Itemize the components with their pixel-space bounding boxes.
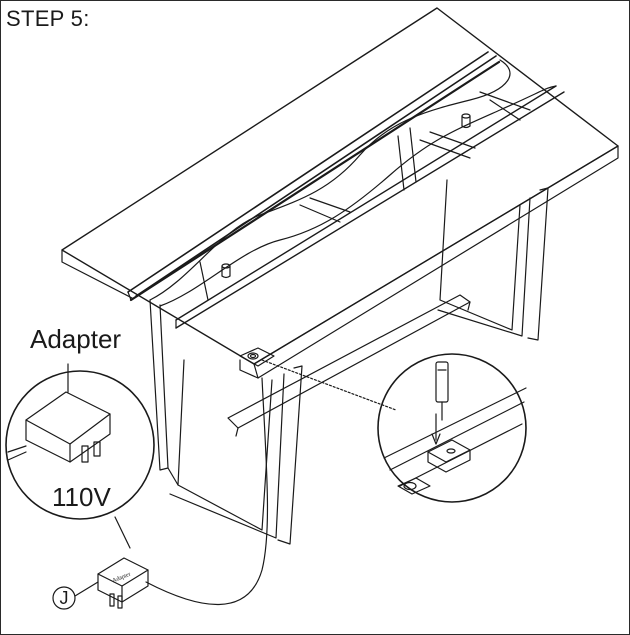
part-letter: J xyxy=(59,588,69,608)
adapter-detail xyxy=(5,363,155,520)
detail-pointer xyxy=(261,359,397,411)
voltage-label: 110V xyxy=(52,482,111,512)
table-legs xyxy=(149,179,549,545)
led-module xyxy=(239,347,275,367)
adapter-label: Adapter xyxy=(30,324,122,354)
power-cord xyxy=(145,377,269,606)
table-top xyxy=(61,7,619,379)
light-pin-left xyxy=(221,263,231,279)
adapter-connector xyxy=(114,516,131,549)
light-pin-right xyxy=(461,113,471,129)
adapter-part-j xyxy=(52,557,149,610)
drill-detail xyxy=(377,353,527,503)
step-title: STEP 5: xyxy=(6,6,90,31)
